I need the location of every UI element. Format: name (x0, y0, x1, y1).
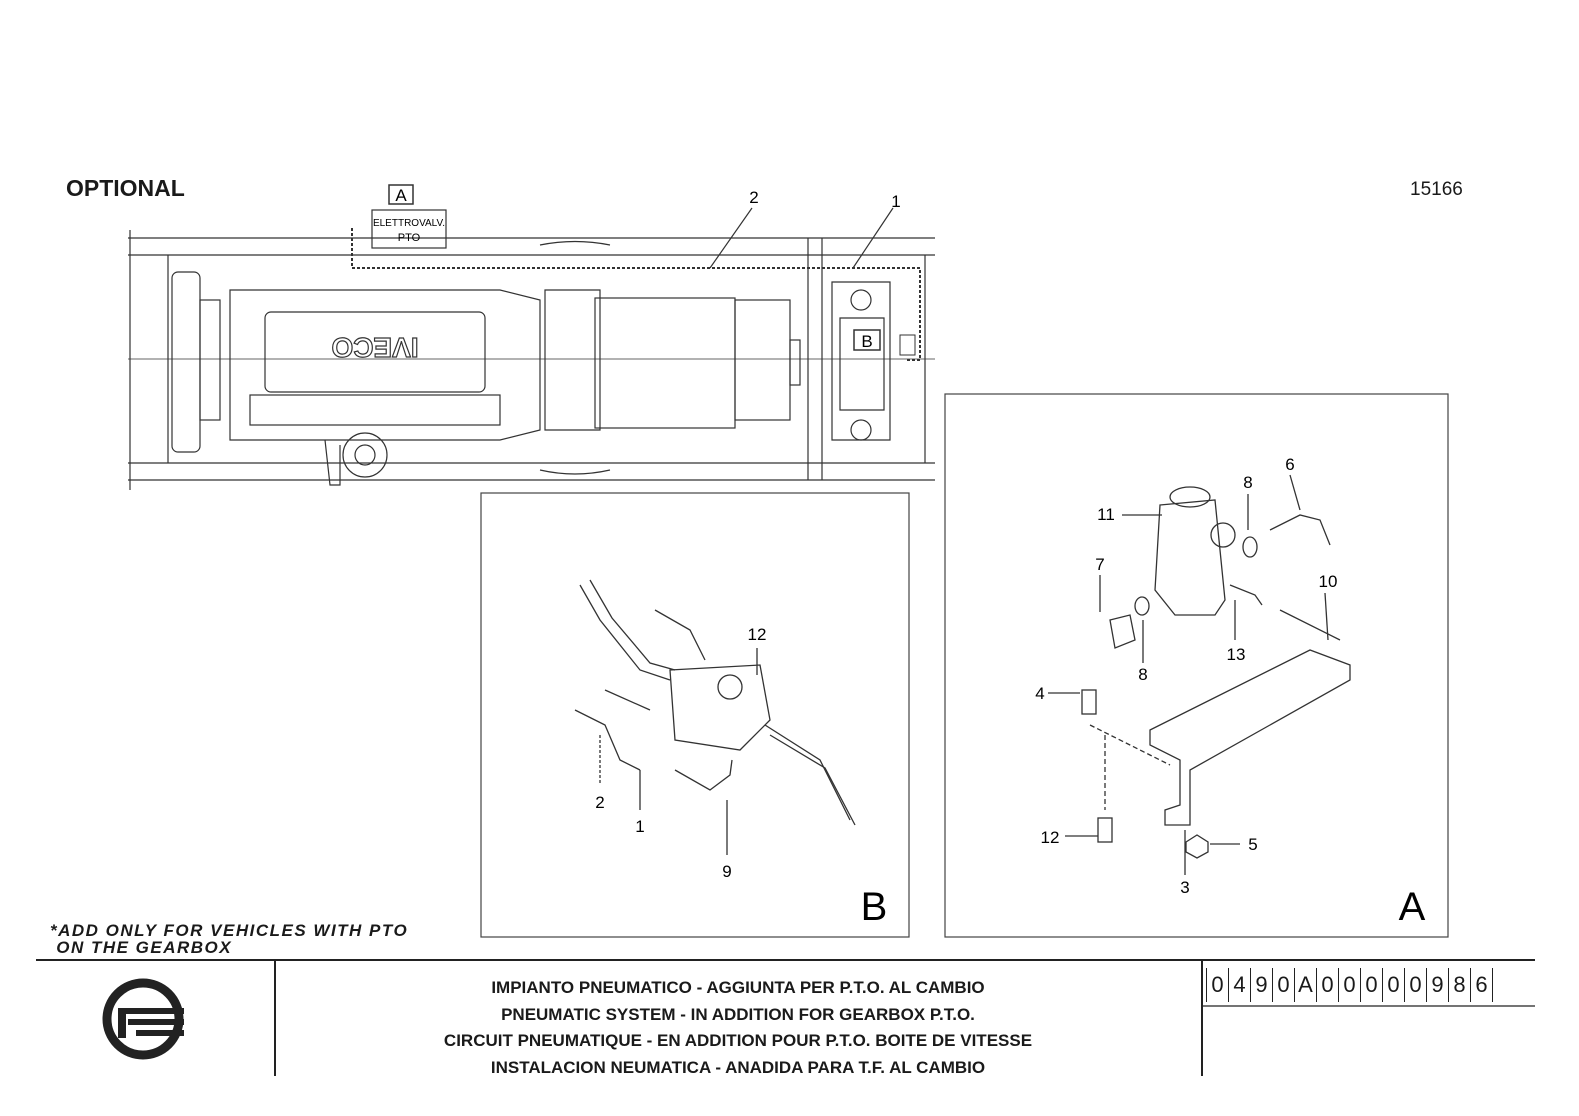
drawing-number: 15166 (1410, 179, 1463, 200)
valve-label-line1: ELETTROVALV. (373, 218, 445, 229)
fiat-group-logo (102, 978, 184, 1060)
detail-a-letter: A (1399, 885, 1426, 929)
chassis-overview (128, 184, 935, 490)
a-callout-10: 10 (1319, 572, 1338, 591)
code-char: 8 (1449, 968, 1471, 1002)
footnote-line1: *ADD ONLY FOR VEHICLES WITH PTO (50, 921, 409, 940)
b-callout-12: 12 (748, 625, 767, 644)
detail-b-letter: B (861, 885, 888, 929)
title-block: IMPIANTO PNEUMATICO - AGGIUNTA PER P.T.O… (278, 975, 1198, 1081)
code-char: 0 (1317, 968, 1339, 1002)
code-char: 0 (1405, 968, 1427, 1002)
valve-label-line2: PTO (398, 232, 421, 244)
detail-a-tag: A (395, 186, 407, 205)
part-code: 0 4 9 0 A 0 0 0 0 0 9 8 6 (1206, 968, 1493, 1002)
code-char: 0 (1339, 968, 1361, 1002)
a-callout-5: 5 (1248, 835, 1257, 854)
code-char: A (1295, 968, 1317, 1002)
code-char: 9 (1251, 968, 1273, 1002)
detail-a-drawing (1048, 474, 1351, 875)
a-callout-12: 12 (1041, 828, 1060, 847)
title-english: PNEUMATIC SYSTEM - IN ADDITION FOR GEARB… (501, 1004, 975, 1024)
title-french: CIRCUIT PNEUMATIQUE - EN ADDITION POUR P… (443, 1031, 1033, 1050)
a-callout-13: 13 (1227, 645, 1246, 664)
title-spanish: INSTALACION NEUMATICA - ANADIDA PARA T.F… (490, 1057, 986, 1077)
callout-2: 2 (749, 188, 758, 207)
optional-label: OPTIONAL (66, 175, 185, 201)
engine-brand: IVECO (331, 332, 418, 363)
callout-1: 1 (891, 192, 900, 211)
title-italian: IMPIANTO PNEUMATICO - AGGIUNTA PER P.T.O… (491, 978, 985, 997)
a-callout-11: 11 (1097, 505, 1115, 524)
code-char: 0 (1206, 968, 1229, 1002)
a-callout-4: 4 (1035, 684, 1044, 703)
footnote-line2: ON THE GEARBOX (50, 938, 233, 957)
detail-b-frame (480, 492, 910, 938)
code-char: 0 (1383, 968, 1405, 1002)
b-callout-2: 2 (595, 793, 604, 812)
a-callout-6: 6 (1285, 455, 1294, 474)
b-callout-9: 9 (722, 862, 731, 881)
b-callout-1: 1 (635, 817, 644, 836)
a-callout-8-top: 8 (1243, 473, 1252, 492)
a-callout-3: 3 (1180, 878, 1189, 897)
a-callout-8-bottom: 8 (1138, 665, 1147, 684)
title-block-frame (36, 959, 1535, 1076)
detail-b-drawing (574, 579, 856, 855)
code-char: 9 (1427, 968, 1449, 1002)
code-char: 4 (1229, 968, 1251, 1002)
detail-a-frame (944, 393, 1449, 938)
footnote: *ADD ONLY FOR VEHICLES WITH PTO ON THE G… (50, 922, 408, 956)
code-char: 0 (1273, 968, 1295, 1002)
code-char: 0 (1361, 968, 1383, 1002)
code-char: 6 (1471, 968, 1493, 1002)
a-callout-7: 7 (1095, 555, 1104, 574)
detail-b-tag: B (861, 332, 872, 351)
